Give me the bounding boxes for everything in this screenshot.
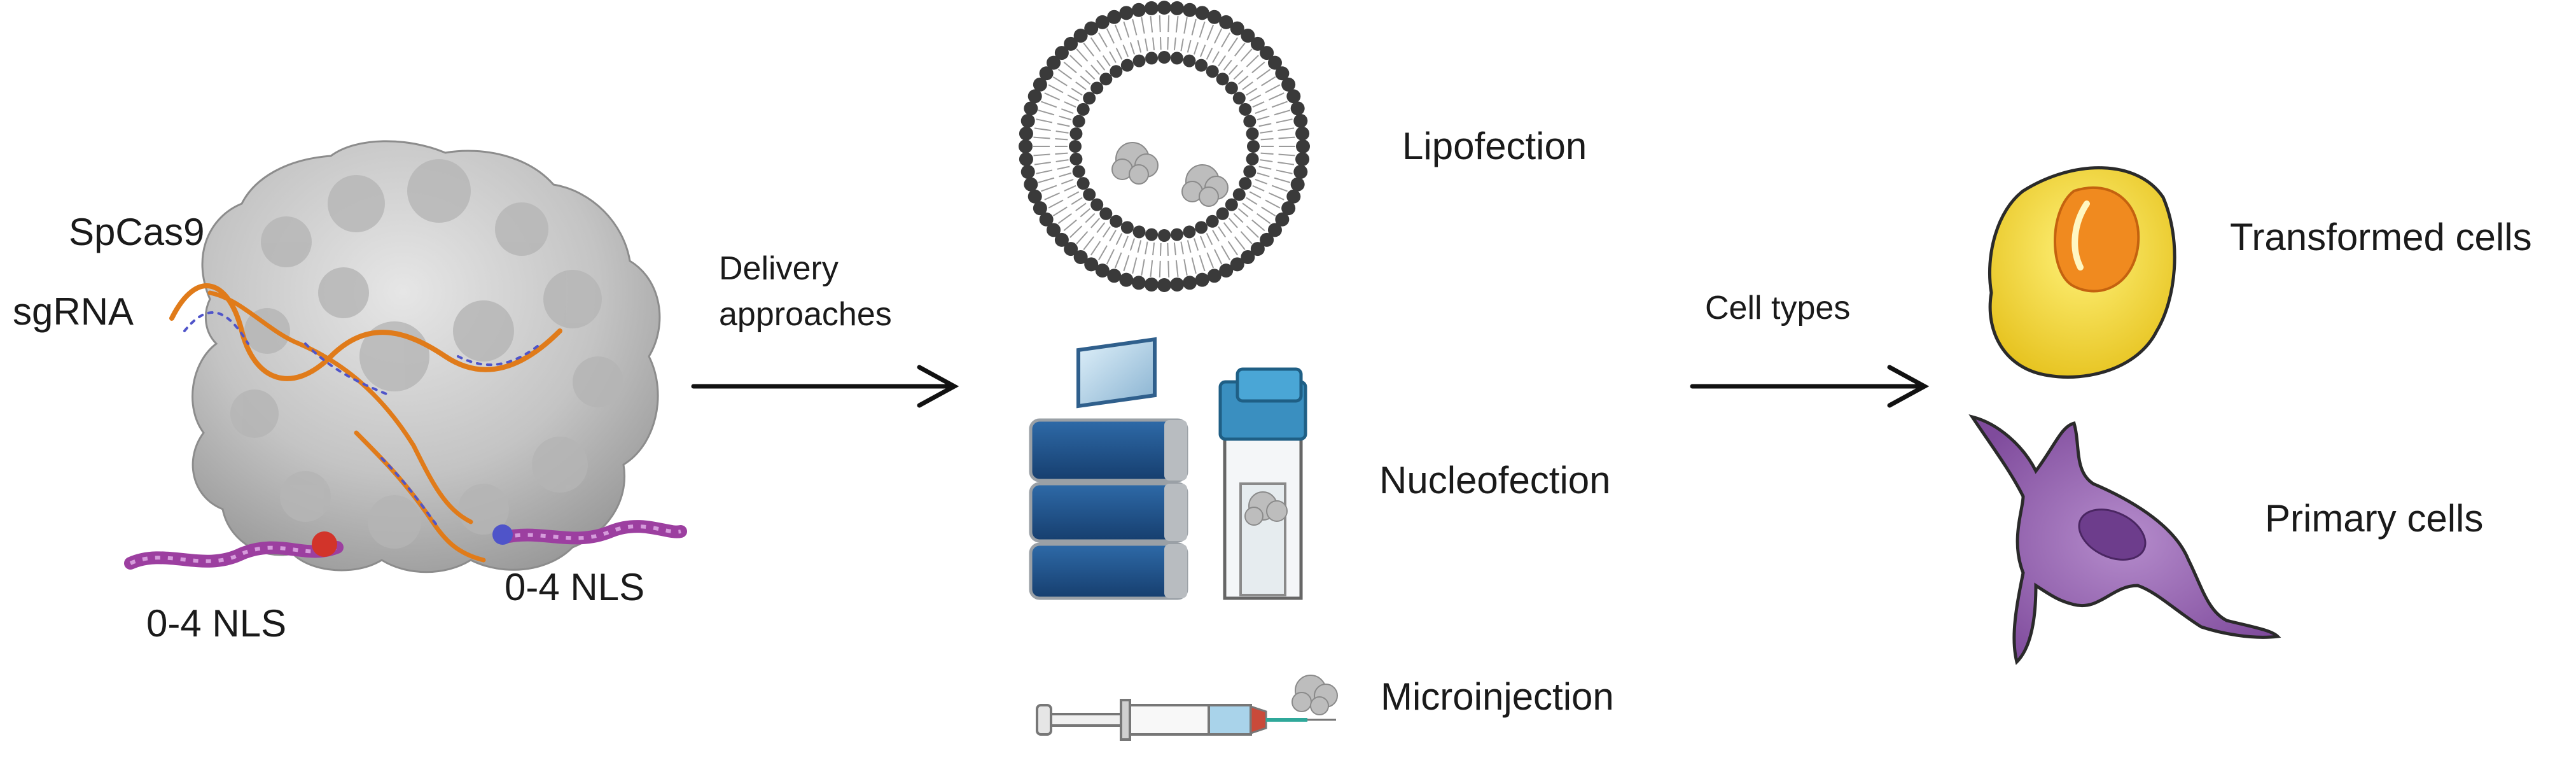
nls-left-label: 0-4 NLS xyxy=(146,602,287,645)
primary-cells-label: Primary cells xyxy=(2265,497,2484,540)
nls-right-label: 0-4 NLS xyxy=(505,566,645,608)
nucleofector-device-icon xyxy=(1029,337,1188,600)
arrow-cell-types xyxy=(1690,365,1930,408)
delivery-label-line2: approaches xyxy=(719,296,892,333)
nls-left xyxy=(124,531,344,570)
delivery-label-line1: Delivery xyxy=(719,250,839,287)
liposome-icon xyxy=(1019,1,1310,292)
cuvette-icon xyxy=(1218,367,1307,600)
transformed-cell-icon xyxy=(1988,166,2176,379)
sgrna-strands xyxy=(169,283,562,563)
protein-texture xyxy=(230,159,623,549)
syringe-icon xyxy=(1036,675,1338,741)
nucleofection-label: Nucleofection xyxy=(1379,459,1611,502)
lipofection-label: Lipofection xyxy=(1402,125,1587,167)
microinjection-label: Microinjection xyxy=(1381,675,1614,718)
sgrna-label: sgRNA xyxy=(13,290,134,333)
spcas9-structure xyxy=(124,140,687,573)
primary-cell-icon xyxy=(1968,414,2281,665)
spcas9-label: SpCas9 xyxy=(69,211,205,253)
cell-types-label: Cell types xyxy=(1705,290,1851,326)
nls-right xyxy=(492,520,687,545)
transformed-cells-label: Transformed cells xyxy=(2230,216,2532,258)
arrow-delivery xyxy=(691,365,959,408)
